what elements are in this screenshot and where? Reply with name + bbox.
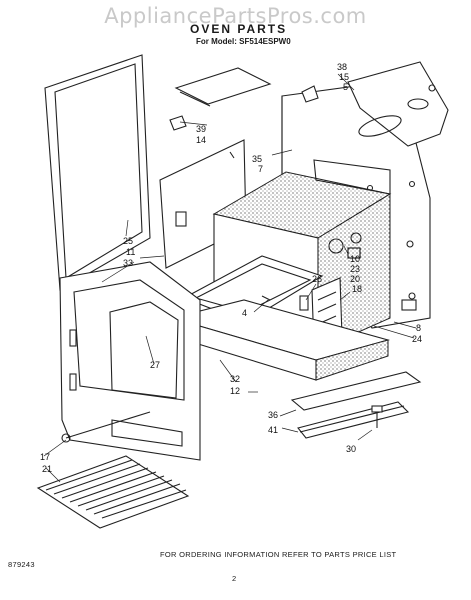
watermark: AppliancePartsPros.com — [104, 4, 367, 28]
callout-8: 8 — [416, 323, 421, 333]
model-line: For Model: SF514ESPW0 — [196, 37, 291, 46]
callout-32: 32 — [230, 374, 240, 384]
burner-tube — [290, 371, 422, 439]
callout-10: 10 — [350, 254, 360, 264]
small-bracket — [169, 115, 187, 131]
callout-36: 36 — [268, 410, 278, 420]
callout-30: 30 — [346, 444, 356, 454]
callout-27: 27 — [150, 360, 160, 370]
leveling-leg — [371, 405, 383, 428]
callout-41: 41 — [268, 425, 278, 435]
callout-39: 39 — [196, 124, 206, 134]
callout-33: 33 — [123, 258, 133, 268]
callout-5: 5 — [343, 82, 348, 92]
callout-25: 25 — [123, 236, 133, 246]
callout-18: 18 — [352, 284, 362, 294]
ordering-note: FOR ORDERING INFORMATION REFER TO PARTS … — [160, 550, 397, 559]
bottom-base-panel — [169, 299, 391, 381]
callout-11: 11 — [126, 247, 135, 257]
callout-4: 4 — [242, 308, 247, 318]
callout-38: 38 — [337, 62, 347, 72]
sensor-26 — [299, 295, 309, 311]
callout-21: 21 — [42, 464, 52, 474]
callout-26: 26 — [312, 274, 322, 284]
callout-14: 14 — [196, 135, 206, 145]
diagram-title: OVEN PARTS — [190, 22, 288, 36]
callout-12: 12 — [230, 386, 240, 396]
callout-20: 20 — [350, 274, 360, 284]
callout-35: 35 — [252, 154, 262, 164]
callout-24: 24 — [412, 334, 422, 344]
oven-rack — [36, 455, 190, 529]
callout-7: 7 — [258, 164, 263, 174]
callout-15: 15 — [339, 72, 349, 82]
callout-23: 23 — [350, 264, 360, 274]
door-outer-panel — [44, 54, 151, 291]
top-panel — [174, 67, 272, 107]
oven-front-frame — [59, 261, 201, 461]
rear-heat-shield — [347, 61, 449, 147]
document-number: 879243 — [8, 560, 35, 569]
page-number: 2 — [232, 574, 237, 583]
callout-17: 17 — [40, 452, 50, 462]
door-handle — [61, 411, 151, 443]
leader-lines — [43, 73, 417, 483]
small-clip — [301, 85, 319, 103]
